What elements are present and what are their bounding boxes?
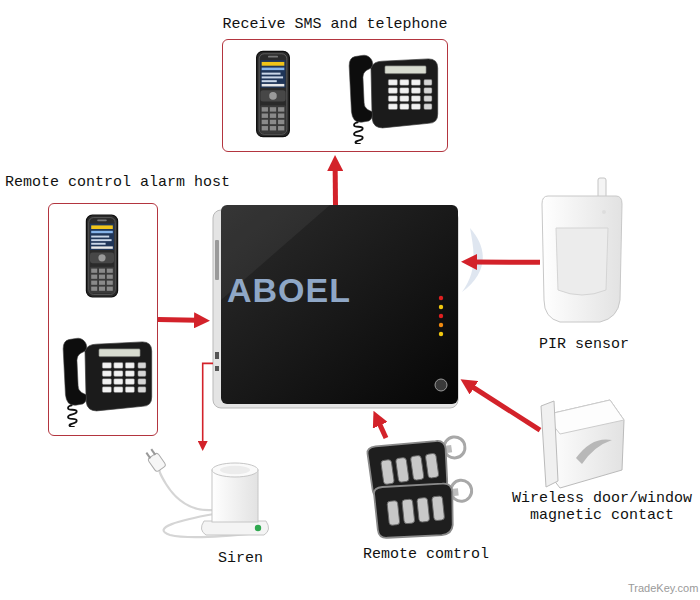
group-heading: Receive SMS and telephone: [218, 16, 452, 33]
contact-top: [545, 400, 624, 434]
siren-wire: [159, 466, 214, 510]
plug: [144, 447, 166, 472]
signal-arrow: [333, 168, 338, 205]
pir-sensor: PIR sensor: [528, 176, 640, 353]
led: [439, 332, 443, 336]
receiver-group: Receive SMS and telephone: [218, 16, 452, 152]
plug-pin: [146, 452, 152, 459]
mobile-phone: [257, 51, 290, 136]
led: [439, 314, 443, 318]
contact-logo: [576, 439, 612, 464]
device-label: Wireless door/window magnetic contact: [504, 490, 700, 524]
device-label: PIR sensor: [528, 336, 640, 353]
siren-figure: [144, 447, 269, 537]
watermark: TradeKey.com: [628, 582, 698, 595]
siren-body: [212, 470, 258, 522]
connectors: [158, 168, 540, 443]
controller-group: Remote control alarm host: [4, 174, 230, 436]
plug-body: [147, 452, 166, 472]
sensor-body: [542, 196, 622, 322]
controller-frame: [48, 203, 158, 436]
group-heading: Remote control alarm host: [5, 174, 230, 191]
sensor-led: [602, 210, 606, 214]
siren-base: [201, 521, 268, 535]
pir-sensor-figure: [542, 178, 622, 322]
host-front: [221, 205, 458, 404]
fob-figure-box: [364, 438, 474, 542]
magnet: [541, 401, 558, 487]
desk-telephone: [63, 338, 152, 427]
led: [439, 323, 443, 327]
sensor-figure-box: [540, 178, 624, 326]
signal-arrow: [471, 386, 540, 430]
siren-top: [212, 463, 258, 477]
signal-arrow: [203, 363, 213, 443]
signal-arrow: [474, 259, 540, 264]
siren-indicator: [255, 525, 261, 531]
siren-figure-box: [146, 454, 272, 538]
remote-fob-figure: [373, 478, 476, 542]
device-label: Siren: [218, 550, 277, 567]
contact-figure-box: [540, 398, 626, 490]
sensor-lens: [556, 228, 608, 295]
receiver-frame: [222, 39, 448, 152]
led: [439, 305, 443, 309]
port: [215, 366, 219, 371]
card-slot: [215, 240, 219, 280]
mobile-phone: [86, 215, 117, 297]
plug-pin: [150, 449, 156, 456]
port: [215, 352, 219, 359]
label-slot: TradeKey.com: [628, 582, 698, 595]
alarm-host: ABOEL: [213, 205, 458, 408]
host-button: [435, 379, 447, 391]
led: [439, 296, 443, 300]
siren-horn: [220, 466, 250, 474]
signal-arrow: [158, 317, 197, 323]
antenna: [598, 178, 606, 198]
door-contact-figure: [541, 400, 624, 488]
door-contact: Wireless door/window magnetic contact: [504, 396, 700, 524]
device-label: Remote comtrol: [356, 546, 496, 563]
siren: Siren: [142, 452, 277, 567]
desk-telephone: [349, 55, 438, 144]
remote-fob: Remote comtrol: [356, 436, 496, 563]
brand-watermark: ABOEL: [227, 271, 458, 309]
signal-arrow: [379, 422, 386, 438]
alarm-host-panel: [213, 205, 458, 408]
